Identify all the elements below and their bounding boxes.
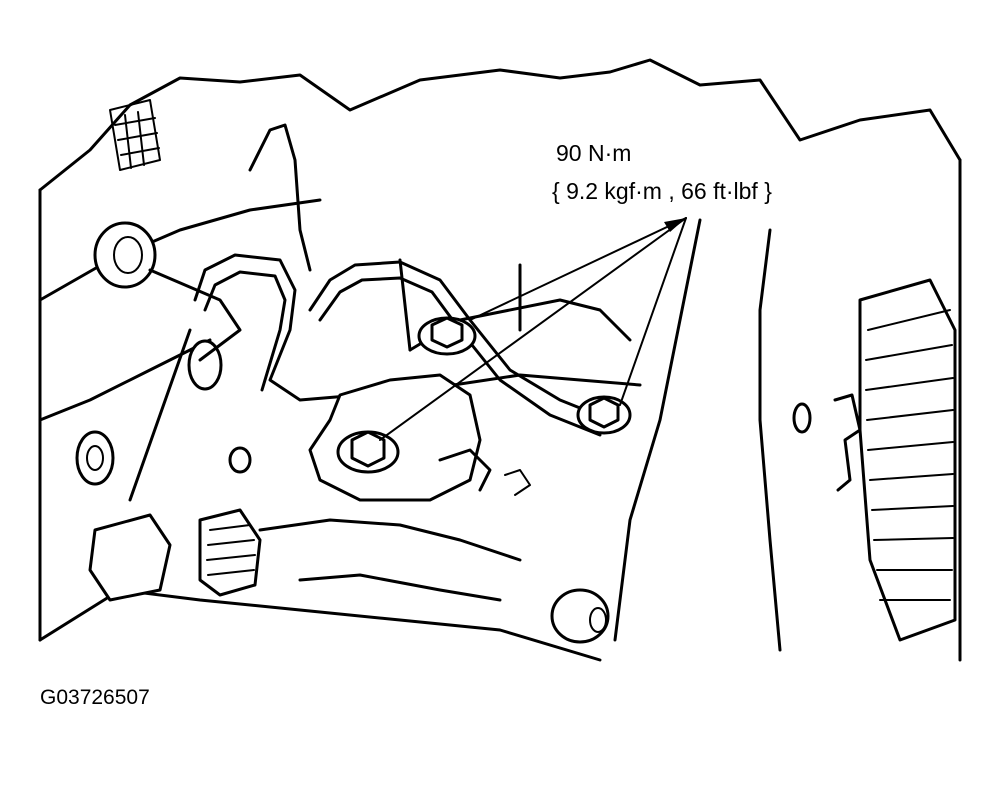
bolt-upper — [417, 316, 477, 356]
figure-id: G03726507 — [40, 686, 150, 709]
arrowhead — [664, 218, 686, 232]
bolt-right — [576, 395, 632, 435]
callout-leaders — [379, 217, 687, 441]
bolt-lower-left — [336, 430, 400, 474]
lower-wiring — [88, 446, 610, 644]
transmission-housing — [38, 99, 322, 502]
strut-member — [613, 218, 782, 652]
torque-spec-alternate: { 9.2 kgf·m , 66 ft·lbf } — [552, 178, 772, 204]
torque-spec-primary: 90 N·m — [556, 140, 632, 166]
cv-joint-boot — [858, 278, 957, 642]
hose-clip — [792, 393, 862, 492]
